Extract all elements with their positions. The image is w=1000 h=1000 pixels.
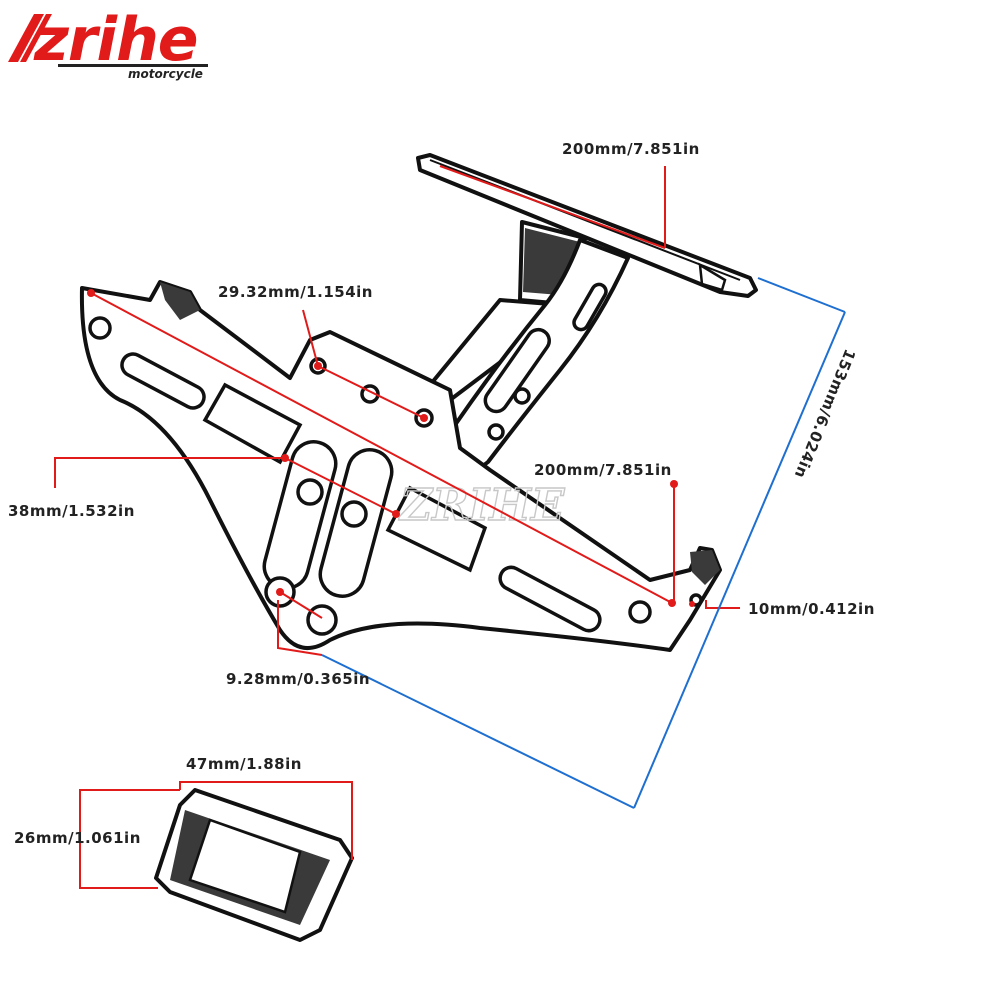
dim-dot-38-a — [281, 454, 289, 462]
curved-bracket-slot — [483, 327, 551, 414]
logo-underline — [58, 64, 208, 67]
label-arm-length: 200mm/7.851in — [534, 461, 672, 479]
label-small-hole-spacing: 9.28mm/0.365in — [226, 670, 370, 688]
top-plate — [416, 153, 758, 298]
dim-line-38 — [284, 457, 397, 515]
dim-dot-9-28 — [276, 588, 284, 596]
logo-tagline: motorcycle — [128, 67, 203, 81]
dim-dot-arm-end — [668, 599, 676, 607]
curved-bracket-bolt-lower — [487, 423, 505, 441]
spacer-block — [154, 788, 354, 942]
dim-dot-arm-start — [87, 289, 95, 297]
dim-leader-9-28 — [277, 600, 323, 656]
label-slot-offset: 38mm/1.532in — [8, 502, 135, 520]
dim-blue-top — [757, 277, 846, 313]
label-plate-width-top: 200mm/7.851in — [562, 140, 700, 158]
dim-dot-top-hole-a — [314, 362, 322, 370]
dim-line-block-width — [179, 781, 353, 860]
logo-speed-stripes — [8, 14, 52, 62]
dim-line-9-28 — [279, 591, 323, 619]
dim-dot-10 — [689, 601, 695, 607]
window-center — [385, 485, 488, 573]
slot-bolt-1 — [296, 478, 324, 506]
dim-dot-arm-label — [670, 480, 678, 488]
watermark-text: ZRIHE — [398, 480, 566, 531]
curved-bracket-slot-small — [572, 282, 608, 332]
logo-wordmark: zrihe — [33, 5, 198, 75]
curved-bracket-bolt-upper — [513, 387, 531, 405]
end-hole-right — [628, 600, 652, 624]
lower-hole-2 — [306, 604, 338, 636]
slot-left — [120, 352, 206, 410]
label-hole-spacing-top: 29.32mm/1.154in — [218, 283, 373, 301]
dim-leader-10 — [705, 600, 740, 609]
dim-line-top-holes — [317, 365, 425, 419]
dim-dot-38-b — [392, 510, 400, 518]
spacer-block-recess — [188, 818, 302, 914]
bracket-hook-right — [690, 550, 720, 585]
brand-logo: zrihe motorcycle — [8, 5, 208, 81]
label-block-height: 26mm/1.061in — [14, 829, 141, 847]
dim-line-arm — [90, 292, 673, 604]
label-end-hole: 10mm/0.412in — [748, 600, 875, 618]
plate-tab — [698, 262, 727, 292]
red-dimensions — [54, 165, 740, 889]
slot-bolt-2 — [340, 500, 368, 528]
slot-right — [498, 565, 602, 633]
label-block-width: 47mm/1.88in — [186, 755, 302, 773]
bracket-hook-left — [160, 282, 200, 320]
end-hole-left — [88, 316, 112, 340]
dim-blue-bottom — [321, 654, 635, 809]
dim-dot-top-hole-b — [420, 414, 428, 422]
dim-blue-side — [633, 311, 846, 809]
blue-dimensions — [321, 277, 846, 809]
dim-line-top-plate — [439, 165, 666, 249]
dim-leader-38 — [54, 457, 285, 488]
dim-line-block-height — [79, 789, 180, 889]
top-plate-assembly — [416, 153, 758, 474]
dim-leader-top-holes — [302, 309, 319, 367]
window-left — [202, 382, 303, 465]
